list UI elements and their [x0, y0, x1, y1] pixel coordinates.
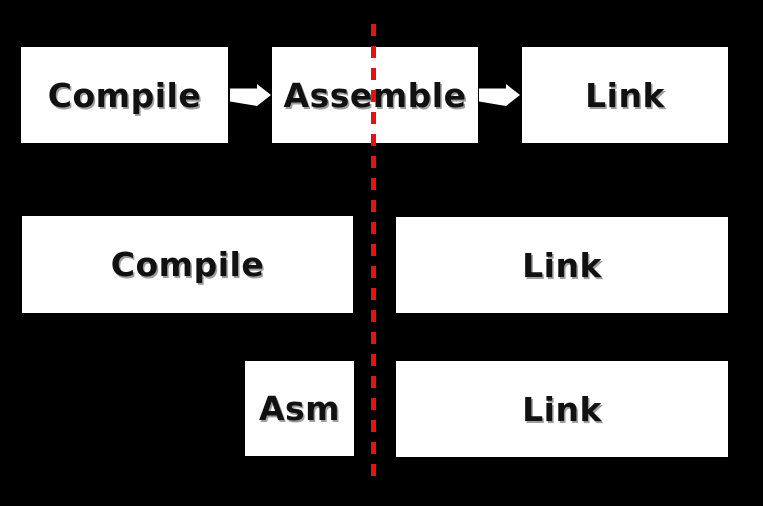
stage-box-compile-top: Compile [21, 47, 228, 143]
stage-box-asm-bottom: Asm [245, 361, 354, 456]
arrow-right-icon [479, 84, 520, 106]
stage-box-compile-middle: Compile [22, 216, 353, 313]
arrow-right-icon [230, 84, 271, 106]
dashed-vertical-divider [371, 24, 376, 481]
stage-box-link-middle: Link [396, 217, 728, 313]
stage-box-link-bottom: Link [396, 361, 728, 457]
stage-box-link-top: Link [522, 47, 728, 143]
